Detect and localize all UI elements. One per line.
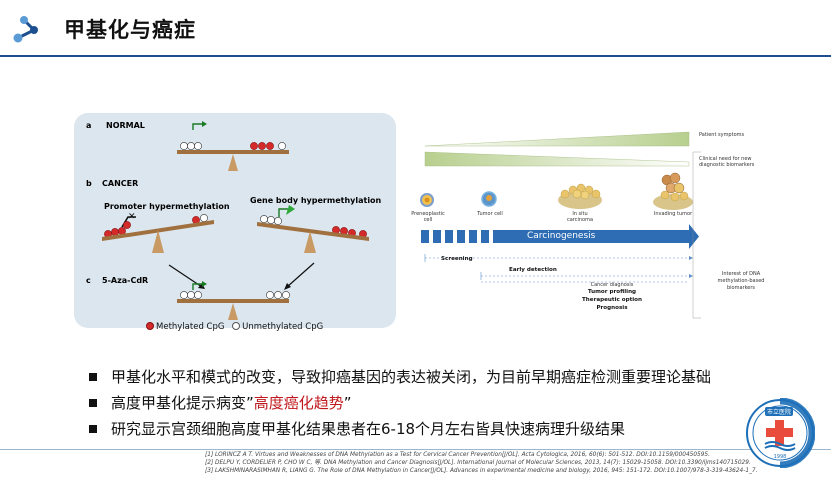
stage-preneoplastic-1: Preneoplastic bbox=[411, 211, 445, 217]
svg-text:✕: ✕ bbox=[128, 211, 136, 221]
interest-label-1: Interest of DNA bbox=[721, 271, 761, 277]
stage-preneoplastic-2: cell bbox=[423, 217, 433, 223]
bullet-text-suffix: ” bbox=[343, 394, 352, 412]
interest-label-2: methylation-based bbox=[717, 278, 765, 284]
panel-b-title: CANCER bbox=[102, 179, 138, 188]
clinical-need-wedge bbox=[424, 151, 690, 167]
interest-label-3: biomarkers bbox=[726, 285, 756, 291]
references: [1] LORINCZ A T. Virtues and Weaknesses … bbox=[205, 451, 757, 475]
bullet-text-prefix: 高度甲基化提示病变” bbox=[111, 394, 254, 412]
patient-symptoms-label: Patient symptoms bbox=[699, 132, 745, 138]
symptoms-wedge bbox=[424, 131, 690, 147]
stage-invading: Invading tumor bbox=[653, 211, 693, 217]
methylated-dot-icon bbox=[146, 322, 154, 330]
screening-label: Screening bbox=[441, 256, 473, 262]
figure-legend: Methylated CpG Unmethylated CpG bbox=[146, 322, 323, 332]
therapeutic-option-label: Therapeutic option bbox=[581, 297, 643, 303]
panel-a-label: a bbox=[86, 121, 91, 130]
logo-top-text: 市立医院 bbox=[767, 408, 791, 416]
panel-b-label: b bbox=[86, 179, 92, 188]
panel-c-label: c bbox=[86, 276, 91, 285]
unmethylated-dot-icon bbox=[232, 322, 241, 330]
reference-item: [1] LORINCZ A T. Virtues and Weaknesses … bbox=[205, 452, 710, 458]
prognosis-label: Prognosis bbox=[596, 305, 628, 311]
carcinogenesis-label: Carcinogenesis bbox=[527, 231, 596, 241]
carcinogenesis-arrow bbox=[421, 224, 699, 249]
bullet-square-icon bbox=[89, 373, 97, 381]
clinical-need-label-1: Clinical need for new bbox=[699, 156, 752, 162]
stage-in-situ-1: In situ bbox=[572, 211, 588, 217]
footer-divider bbox=[0, 449, 831, 450]
gene-body-label: Gene body hypermethylation bbox=[250, 196, 382, 205]
tumor-profiling-label: Tumor profiling bbox=[587, 289, 637, 295]
page-title: 甲基化与癌症 bbox=[64, 18, 196, 42]
share-network-icon bbox=[13, 16, 38, 43]
reference-item: [3] LAKSHMINARASIMHAN R, LIANG G. The Ro… bbox=[205, 468, 758, 474]
bullet-text: 甲基化水平和模式的改变，导致抑癌基因的表达被关闭，为目前早期癌症检测重要理论基础 bbox=[111, 368, 712, 386]
bullet-square-icon bbox=[89, 425, 97, 433]
reference-item: [2] DELPU Y, CORDELIER P, CHO W C, 等. DN… bbox=[205, 460, 751, 466]
hospital-cross-logo: 市立医院 1998 bbox=[746, 398, 815, 468]
seesaw-5-aza bbox=[177, 281, 290, 320]
stage-in-situ-2: carcinoma bbox=[566, 217, 594, 223]
seesaw-promoter: ✕ bbox=[102, 211, 214, 253]
bullet-highlight: 高度癌化趋势 bbox=[253, 394, 344, 412]
panel-c-title: 5-Aza-CdR bbox=[102, 276, 148, 285]
promoter-label: Promoter hypermethylation bbox=[104, 202, 230, 211]
stage-tumor-cell: Tumor cell bbox=[477, 211, 503, 217]
seesaw-normal bbox=[177, 121, 289, 171]
early-detection-label: Early detection bbox=[509, 267, 557, 273]
bullet-text: 研究显示宫颈细胞高度甲基化结果患者在6-18个月左右皆具快速病理升级结果 bbox=[111, 420, 626, 438]
seesaw-figure: a NORMAL b CANCER Promoter hypermethylat… bbox=[74, 113, 396, 328]
bullet-square-icon bbox=[89, 399, 97, 407]
legend-unmethylated: Unmethylated CpG bbox=[242, 322, 324, 332]
panel-a-title: NORMAL bbox=[106, 121, 145, 130]
logo-year: 1998 bbox=[774, 454, 787, 460]
clinical-need-label-2: diagnostic biomarkers bbox=[699, 162, 755, 168]
cancer-diagnosis-label: Cancer diagnosis bbox=[590, 282, 634, 288]
header-divider bbox=[0, 55, 831, 57]
seesaw-gene-body bbox=[257, 205, 369, 253]
carcinogenesis-diagram: Patient symptoms Clinical need for new d… bbox=[405, 118, 797, 323]
legend-methylated: Methylated CpG bbox=[156, 322, 225, 332]
